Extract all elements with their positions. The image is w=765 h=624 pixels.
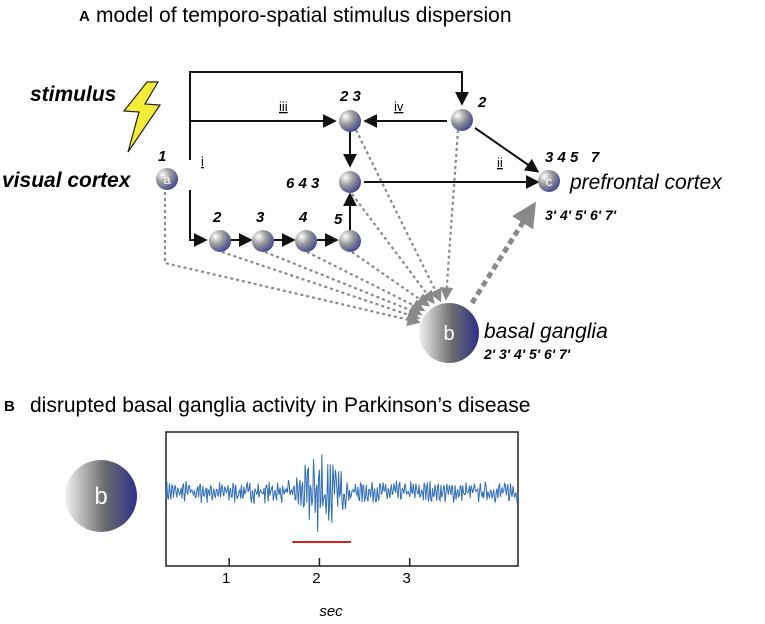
panel-b-node-b-letter: b	[94, 483, 107, 510]
node-step-3	[252, 230, 274, 252]
label-step-1: 1	[158, 148, 166, 165]
trace-chart: 1 2 3	[165, 431, 519, 587]
dotted-top-bg	[355, 129, 442, 303]
node-mid	[339, 171, 361, 193]
node-step-4	[295, 230, 317, 252]
panel-a-letter: A	[79, 8, 90, 25]
panel-b-title: disrupted basal ganglia activity in Park…	[30, 394, 530, 417]
stimulus-label: stimulus	[30, 83, 116, 106]
node-c	[538, 170, 560, 192]
label-step-3: 3	[256, 209, 265, 226]
arrow-2-pfc	[474, 127, 540, 173]
dotted-3-bg	[264, 250, 423, 317]
label-top-mid: 2 3	[339, 88, 362, 105]
x-tick-label: 3	[403, 570, 411, 587]
basal-ganglia-label: basal ganglia	[484, 320, 608, 343]
label-mid: 6 4 3	[286, 175, 320, 192]
trace-ticks: 1 2 3	[222, 558, 411, 587]
x-axis-unit: sec	[319, 603, 343, 620]
arrow-top-loop	[189, 71, 469, 160]
lightning-bolt-icon	[122, 81, 162, 153]
node-a-letter: a	[163, 172, 171, 187]
path-i-label: i	[201, 154, 204, 169]
node-b	[419, 303, 479, 363]
node-a	[156, 168, 178, 190]
node-top-mid	[339, 110, 361, 132]
dotted-a-bg	[163, 192, 421, 327]
label-step-5: 5	[334, 211, 343, 228]
dotted-right-bg	[440, 129, 460, 301]
gray-dotted-arrows	[163, 129, 460, 327]
label-top-right: 2	[477, 94, 487, 111]
path-ii-label: ii	[497, 155, 503, 170]
black-arrows	[189, 71, 540, 247]
arrow-i	[189, 190, 208, 247]
dotted-mid-bg	[351, 193, 435, 305]
prefrontal-cortex-label: prefrontal cortex	[569, 171, 723, 194]
dotted-bg-pfc	[469, 201, 537, 305]
label-pfc-upper: 3 4 5 7	[545, 149, 600, 166]
panel-a-title: model of temporo-spatial stimulus disper…	[96, 4, 512, 27]
panel-b-node-b	[65, 460, 137, 532]
dotted-4-bg	[306, 251, 426, 312]
label-pfc-lower: 3' 4' 5' 6' 7'	[545, 207, 617, 223]
x-tick-label: 1	[222, 570, 230, 587]
node-step-2	[209, 230, 231, 252]
x-tick-label: 2	[312, 570, 320, 587]
nodes: a c b	[156, 109, 560, 363]
dotted-2-bg	[221, 250, 421, 321]
panel-b-letter: B	[4, 398, 15, 415]
label-step-2: 2	[212, 209, 222, 226]
trace-line	[165, 454, 519, 533]
node-c-letter: c	[546, 174, 553, 189]
node-b-letter: b	[443, 323, 454, 345]
node-top-right	[451, 109, 473, 131]
node-step-5	[339, 230, 361, 252]
visual-cortex-label: visual cortex	[2, 169, 132, 192]
label-bg-steps: 2' 3' 4' 5' 6' 7'	[483, 346, 571, 362]
label-step-4: 4	[298, 209, 308, 226]
path-iv-label: iv	[394, 99, 404, 114]
dotted-5-bg	[351, 251, 431, 307]
path-iii-label: iii	[279, 99, 288, 114]
